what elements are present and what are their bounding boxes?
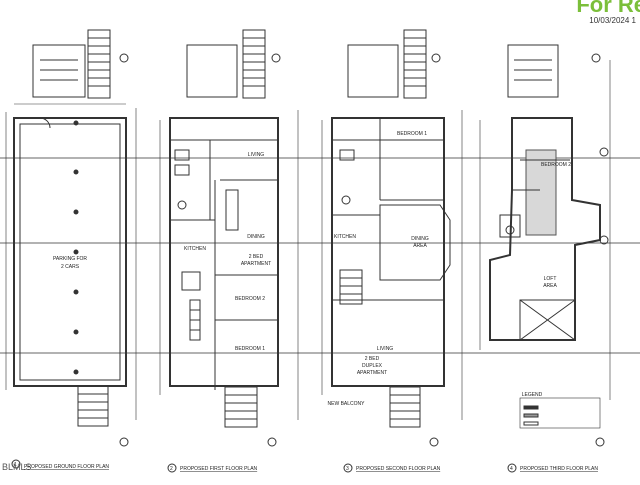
label-parking-2: 2 CARS bbox=[61, 264, 80, 270]
label-legend: LEGEND bbox=[522, 392, 543, 398]
label-apt-2c: APARTMENT bbox=[357, 370, 387, 376]
label-dining-2: DINING bbox=[411, 236, 429, 242]
label-balcony: NEW BALCONY bbox=[328, 401, 366, 407]
label-loft: LOFT bbox=[544, 276, 557, 282]
label-apt-1b: APARTMENT bbox=[241, 261, 271, 267]
label-parking: PARKING FOR bbox=[53, 256, 87, 262]
second-floor-plan bbox=[321, 29, 463, 473]
plan-3-caption: PROPOSED SECOND FLOOR PLAN bbox=[356, 466, 441, 472]
plan-1-caption: PROPOSED GROUND FLOOR PLAN bbox=[24, 464, 109, 470]
plan-1-number: 1 bbox=[14, 462, 17, 468]
label-bedroom-1: BEDROOM 1 bbox=[235, 346, 265, 352]
plan-2-caption: PROPOSED FIRST FLOOR PLAN bbox=[180, 466, 258, 472]
listing-status-title: For Re bbox=[576, 0, 640, 17]
plan-4-caption: PROPOSED THIRD FLOOR PLAN bbox=[520, 466, 598, 472]
label-apt-1: 2 BED bbox=[249, 254, 264, 260]
label-apt-2b: DUPLEX bbox=[362, 363, 383, 369]
plan-2-number: 2 bbox=[170, 466, 173, 472]
listing-date: 10/03/2024 1 bbox=[589, 16, 636, 25]
label-bedroom-2: BEDROOM 2 bbox=[235, 296, 265, 302]
label-apt-2: 2 BED bbox=[365, 356, 380, 362]
label-loft-b: AREA bbox=[543, 283, 557, 289]
ground-floor-plan bbox=[5, 29, 137, 469]
label-living-1: LIVING bbox=[248, 152, 265, 158]
label-dining-2b: AREA bbox=[413, 243, 427, 249]
mls-watermark: BLMLS bbox=[2, 462, 32, 472]
label-kitchen-1: KITCHEN bbox=[184, 246, 206, 252]
plan-4-number: 4 bbox=[510, 466, 513, 472]
label-living-2: LIVING bbox=[377, 346, 394, 352]
first-floor-plan bbox=[159, 29, 299, 473]
label-bedroom-2-third: BEDROOM 2 bbox=[541, 162, 571, 168]
label-kitchen-2: KITCHEN bbox=[334, 234, 356, 240]
plan-3-number: 3 bbox=[346, 466, 349, 472]
label-dining-1: DINING bbox=[247, 234, 265, 240]
third-floor-plan bbox=[479, 44, 611, 473]
label-bedroom-1-second: BEDROOM 1 bbox=[397, 131, 427, 137]
